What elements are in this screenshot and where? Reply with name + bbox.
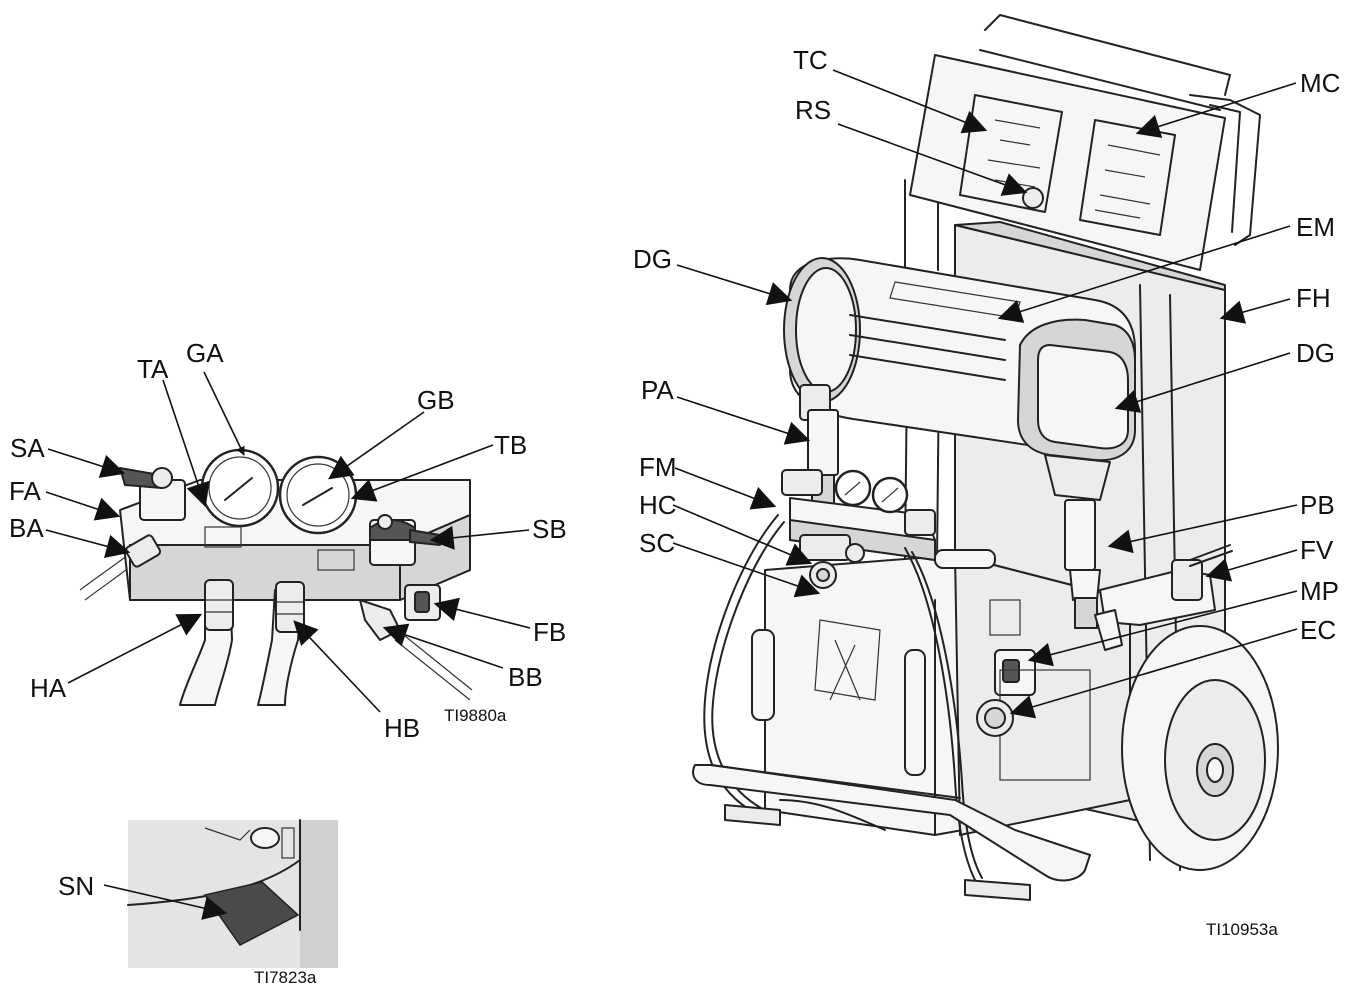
callout-pa: PA: [641, 375, 674, 405]
callout-fb: FB: [533, 617, 566, 647]
callout-bb: BB: [508, 662, 543, 692]
callout-sa: SA: [10, 433, 45, 463]
callout-sc: SC: [639, 528, 675, 558]
callout-ta: TA: [137, 354, 169, 384]
callout-hc: HC: [639, 490, 677, 520]
callout-fa: FA: [9, 476, 41, 506]
callout-hb: HB: [384, 713, 420, 743]
callout-ba: BA: [9, 513, 44, 543]
callout-tb: TB: [494, 430, 527, 460]
callout-gb: GB: [417, 385, 455, 415]
serial-number-illustration: [127, 819, 338, 968]
callout-sn: SN: [58, 871, 94, 901]
callout-em: EM: [1296, 212, 1335, 242]
callout-fh: FH: [1296, 283, 1331, 313]
callout-fv: FV: [1300, 535, 1334, 565]
callout-labels: GA TA GB TB SA FA BA SB FB HA BB HB TI98…: [9, 45, 1340, 987]
callout-dg-right: DG: [1296, 338, 1335, 368]
figure-id-system: TI10953a: [1206, 920, 1278, 939]
callout-dg-left: DG: [633, 244, 672, 274]
callout-fm: FM: [639, 452, 677, 482]
figure-id-manifold: TI9880a: [444, 706, 507, 725]
callout-tc: TC: [793, 45, 828, 75]
callout-ga: GA: [186, 338, 224, 368]
callout-sb: SB: [532, 514, 567, 544]
callout-ha: HA: [30, 673, 67, 703]
callout-rs: RS: [795, 95, 831, 125]
figure-id-serial: TI7823a: [254, 968, 317, 987]
callout-mc: MC: [1300, 68, 1340, 98]
fluid-manifold-illustration: [79, 448, 473, 706]
callout-pb: PB: [1300, 490, 1335, 520]
callout-mp: MP: [1300, 576, 1339, 606]
leader-lines: [45, 69, 1298, 920]
callout-ec: EC: [1300, 615, 1336, 645]
proportioner-system-illustration: [692, 14, 1279, 901]
